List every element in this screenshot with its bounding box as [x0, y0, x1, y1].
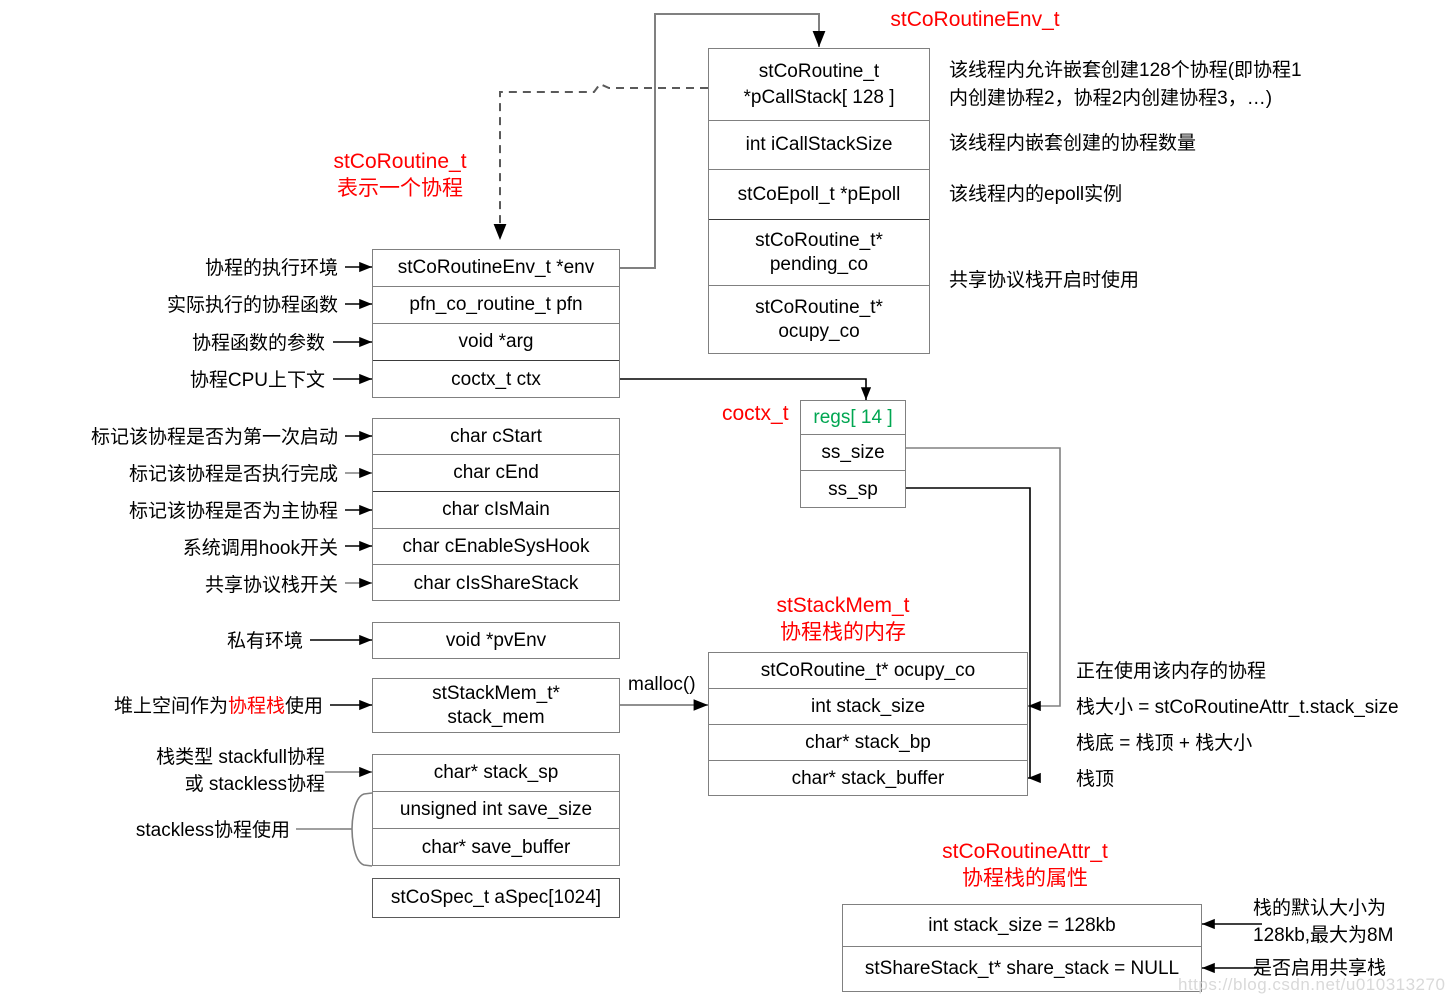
coroutine-label-stack-type: 栈类型 stackfull协程 或 stackless协程	[156, 747, 325, 795]
coroutine-field-cismain: char cIsMain	[373, 492, 619, 529]
coroutine-label-stack-mem-suffix: 使用	[284, 696, 323, 717]
coroutine-struct-title: stCoRoutine_t 表示一个协程	[333, 150, 467, 201]
stackmem-note-stack-bp: 栈底 = 栈顶 + 栈大小	[1076, 733, 1253, 754]
coroutine-label-arg: 协程函数的参数	[191, 333, 325, 354]
stackmem-note-stack-buffer: 栈顶	[1076, 769, 1115, 790]
coroutine-field-pfn: pfn_co_routine_t pfn	[373, 287, 619, 324]
coroutine-label-stack-mem-prefix: 堆上空间作为	[113, 696, 228, 717]
coroutine-field-save-buffer: char* save_buffer	[421, 837, 571, 859]
stackmem-field-stack-size: int stack_size	[709, 689, 1027, 725]
attr-struct-title: stCoRoutineAttr_t 协程栈的属性	[942, 840, 1108, 891]
coroutine-field-stack-mem: stStackMem_t* stack_mem	[432, 683, 560, 728]
coroutine-label-cend: 标记该协程是否执行完成	[128, 464, 338, 485]
coroutine-field-env: stCoRoutineEnv_t *env	[373, 250, 619, 287]
env-field-pcallstack-name: *pCallStack[ 128 ]	[743, 86, 895, 108]
stackmem-box: stCoRoutine_t* ocupy_co int stack_size c…	[708, 652, 1028, 796]
stackmem-field-ocupy-co: stCoRoutine_t* ocupy_co	[709, 653, 1027, 689]
env-field-pending-co: stCoRoutine_t* pending_co	[709, 220, 929, 286]
stackmem-note-ocupy-co: 正在使用该内存的协程	[1076, 661, 1267, 682]
stackmem-field-stack-bp: char* stack_bp	[709, 725, 1027, 761]
coroutine-field-stack-sp: char* stack_sp	[373, 755, 619, 792]
coroutine-box-aspec: stCoSpec_t aSpec[1024]	[372, 878, 620, 918]
env-struct-box: stCoRoutine_t *pCallStack[ 128 ] int iCa…	[708, 48, 930, 354]
coctx-field-ss-sp: ss_sp	[828, 479, 878, 501]
coroutine-label-stack-mem-highlight: 协程栈	[227, 696, 285, 717]
attr-note-stack-size: 栈的默认大小为 128kb,最大为8M	[1253, 898, 1394, 946]
malloc-label: malloc()	[628, 674, 696, 695]
coroutine-box-flags: char cStart char cEnd char cIsMain char …	[372, 418, 620, 601]
env-field-pcallstack: stCoRoutine_t *pCallStack[ 128 ]	[709, 49, 929, 121]
coroutine-box-stackmem: stStackMem_t* stack_mem	[372, 678, 620, 733]
coroutine-label-stack-mem: 堆上空间作为协程栈使用	[40, 694, 323, 719]
coroutine-field-arg: void *arg	[373, 324, 619, 361]
coroutine-label-ctx: 协程CPU上下文	[189, 370, 325, 391]
coroutine-field-pvenv: void *pvEnv	[445, 629, 547, 651]
env-struct-title: stCoRoutineEnv_t	[890, 8, 1060, 31]
coroutine-label-cenablesyshook: 系统调用hook开关	[182, 538, 338, 559]
env-field-pcallstack-type: stCoRoutine_t	[758, 61, 880, 83]
watermark: https://blog.csdn.net/u010313270	[1178, 975, 1446, 994]
coroutine-field-save-size: unsigned int save_size	[373, 792, 619, 829]
stackmem-struct-title: stStackMem_t 协程栈的内存	[776, 594, 910, 645]
attr-field-stack-size: int stack_size = 128kb	[843, 905, 1201, 947]
coroutine-label-env: 协程的执行环境	[204, 258, 338, 279]
coctx-struct-title: coctx_t	[722, 402, 789, 425]
coroutine-label-pvenv: 私有环境	[226, 631, 303, 652]
coroutine-box-pvenv: void *pvEnv	[372, 622, 620, 659]
coroutine-field-cissharestack: char cIsShareStack	[413, 572, 579, 594]
env-field-ocupy-co: stCoRoutine_t* ocupy_co	[755, 297, 883, 342]
coroutine-field-aspec: stCoSpec_t aSpec[1024]	[390, 887, 602, 909]
coroutine-label-cismain: 标记该协程是否为主协程	[128, 501, 338, 522]
env-field-pepoll: stCoEpoll_t *pEpoll	[709, 170, 929, 220]
coctx-field-regs: regs[ 14 ]	[801, 401, 905, 435]
attr-field-share-stack: stShareStack_t* share_stack = NULL	[864, 958, 1180, 980]
coroutine-label-stackless: stackless协程使用	[135, 820, 290, 841]
attr-box: int stack_size = 128kb stShareStack_t* s…	[842, 904, 1202, 992]
stackmem-field-stack-buffer: char* stack_buffer	[791, 768, 945, 790]
env-field-icallstacksize: int iCallStackSize	[709, 121, 929, 170]
attr-note-share-stack: 是否启用共享栈	[1253, 958, 1387, 979]
coroutine-field-ctx: coctx_t ctx	[451, 369, 541, 391]
coroutine-field-cstart: char cStart	[373, 419, 619, 455]
env-note-sharestack: 共享协议栈开启时使用	[949, 270, 1140, 291]
coroutine-box-top: stCoRoutineEnv_t *env pfn_co_routine_t p…	[372, 249, 620, 398]
stackmem-note-stack-size: 栈大小 = stCoRoutineAttr_t.stack_size	[1076, 697, 1399, 718]
coctx-field-ss-size: ss_size	[801, 435, 905, 471]
coroutine-field-cend: char cEnd	[373, 455, 619, 492]
coroutine-label-cissharestack: 共享协议栈开关	[204, 575, 338, 596]
coroutine-field-cenablesyshook: char cEnableSysHook	[373, 529, 619, 565]
coroutine-label-cstart: 标记该协程是否为第一次启动	[90, 427, 338, 448]
coctx-box: regs[ 14 ] ss_size ss_sp	[800, 400, 906, 508]
env-note-pcallstack: 该线程内允许嵌套创建128个协程(即协程1 内创建协程2，协程2内创建协程3，……	[949, 60, 1302, 109]
env-note-icallstacksize: 该线程内嵌套创建的协程数量	[949, 133, 1197, 154]
env-note-pepoll: 该线程内的epoll实例	[949, 184, 1123, 205]
coroutine-box-save: char* stack_sp unsigned int save_size ch…	[372, 754, 620, 866]
coroutine-label-pfn: 实际执行的协程函数	[166, 295, 338, 316]
